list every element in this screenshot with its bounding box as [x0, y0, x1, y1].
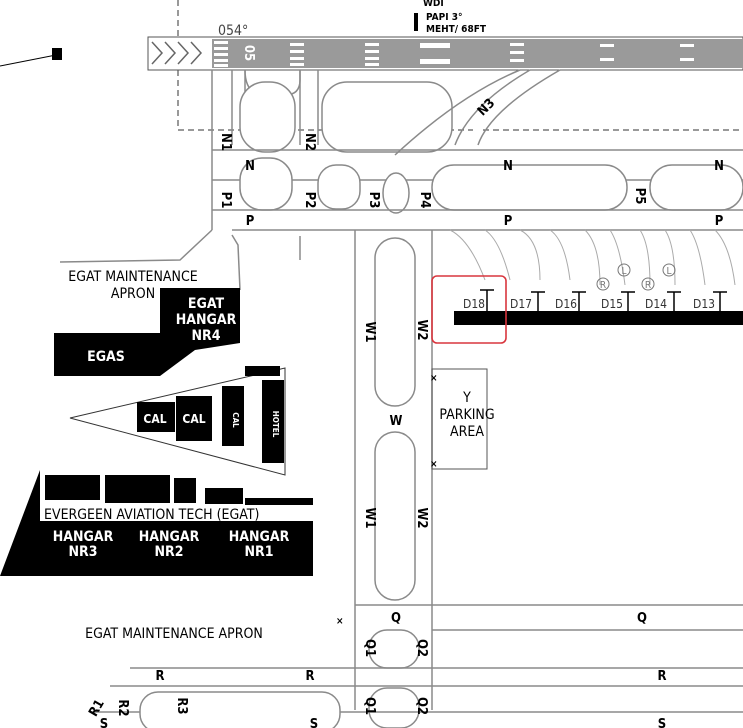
runway-markings — [290, 43, 694, 66]
svg-text:N: N — [245, 159, 255, 174]
svg-text:NR3: NR3 — [68, 544, 97, 560]
stand-circle-markers — [596, 263, 676, 291]
svg-text:P: P — [246, 214, 255, 229]
svg-text:P5: P5 — [632, 188, 647, 205]
svg-text:N1: N1 — [218, 133, 233, 151]
stand-lead-lines — [449, 229, 736, 286]
svg-text:P4: P4 — [417, 192, 432, 209]
svg-text:WDI: WDI — [423, 0, 444, 9]
svg-text:EGAT: EGAT — [188, 296, 225, 312]
svg-text:W1: W1 — [362, 321, 377, 342]
terminal-d — [454, 311, 743, 325]
egas-label: EGAS — [87, 349, 125, 365]
cross-marker: × — [430, 373, 438, 384]
svg-text:R: R — [600, 280, 606, 291]
cross-marker: × — [336, 616, 344, 627]
svg-text:R2: R2 — [115, 699, 130, 716]
svg-text:HANGAR: HANGAR — [139, 529, 200, 545]
svg-text:N: N — [503, 159, 513, 174]
svg-text:Q1: Q1 — [362, 697, 377, 715]
svg-text:R3: R3 — [174, 697, 189, 714]
papi-angle: PAPI 3° — [426, 12, 462, 23]
highlight-box-d18 — [431, 275, 507, 344]
svg-text:R: R — [305, 669, 314, 684]
antenna-marker — [0, 48, 62, 67]
svg-text:R: R — [155, 669, 164, 684]
svg-text:R: R — [645, 280, 651, 291]
svg-text:Q1: Q1 — [362, 639, 377, 657]
svg-text:N2: N2 — [302, 133, 317, 151]
svg-text:S: S — [310, 717, 318, 728]
svg-text:R1: R1 — [86, 697, 108, 719]
runway-designator: 05 — [241, 45, 256, 61]
svg-text:P: P — [715, 214, 724, 229]
svg-text:APRON: APRON — [111, 286, 155, 302]
svg-text:N3: N3 — [475, 96, 498, 119]
svg-text:S: S — [658, 717, 666, 728]
egat-apron-label: EGAT MAINTENANCE — [68, 269, 197, 285]
evergreen-label: EVERGEEN AVIATION TECH (EGAT) — [44, 507, 259, 523]
runway-threshold-bars — [214, 41, 228, 67]
svg-text:R: R — [657, 669, 666, 684]
stand-d13[interactable]: D13 — [693, 297, 715, 311]
svg-text:P2: P2 — [302, 192, 317, 209]
svg-text:AREA: AREA — [450, 424, 484, 440]
svg-text:CAL: CAL — [143, 412, 166, 426]
svg-text:W2: W2 — [414, 319, 429, 340]
cross-marker: × — [430, 459, 438, 470]
svg-text:W2: W2 — [414, 507, 429, 528]
taxiway-labels[interactable]: N1 N2 N3 N N N P1 P2 P3 P4 P5 P P P W1 W… — [86, 96, 724, 728]
svg-text:NR4: NR4 — [191, 328, 220, 344]
stand-labels[interactable]: D18 D17 D16 D15 D14 D13 — [463, 297, 715, 311]
svg-text:P: P — [504, 214, 513, 229]
taxiway-network — [59, 69, 743, 728]
svg-text:L: L — [666, 266, 671, 277]
svg-text:L: L — [621, 266, 626, 277]
svg-text:W: W — [390, 414, 403, 429]
svg-text:HOTEL: HOTEL — [271, 411, 280, 438]
stand-d14[interactable]: D14 — [645, 297, 667, 311]
papi-info: WDI PAPI 3° MEHT/ 68FT — [414, 0, 487, 35]
stand-markers — [480, 289, 727, 311]
stand-d16[interactable]: D16 — [555, 297, 577, 311]
svg-text:S: S — [100, 717, 108, 728]
svg-text:N: N — [714, 159, 724, 174]
cal-hotel-area: CAL CAL CAL HOTEL — [69, 366, 286, 476]
y-parking-area[interactable]: × × Y PARKING AREA — [430, 368, 495, 470]
svg-text:HANGAR: HANGAR — [53, 529, 114, 545]
svg-text:Q2: Q2 — [414, 697, 429, 715]
svg-text:P3: P3 — [366, 192, 381, 209]
egat-apron-bottom-label: EGAT MAINTENANCE APRON — [85, 626, 263, 642]
svg-text:CAL: CAL — [231, 412, 240, 428]
runway-05[interactable]: 05 — [147, 36, 743, 71]
runway-heading: 054° — [218, 23, 248, 39]
stand-d18[interactable]: D18 — [463, 297, 485, 311]
papi-meht: MEHT/ 68FT — [426, 24, 487, 35]
egat-hangar-nr4: EGAT HANGAR NR4 EGAS — [54, 288, 240, 376]
svg-text:HANGAR: HANGAR — [176, 312, 237, 328]
stand-d17[interactable]: D17 — [510, 297, 532, 311]
svg-text:Q: Q — [637, 611, 647, 626]
stand-d15[interactable]: D15 — [601, 297, 623, 311]
svg-text:NR1: NR1 — [244, 544, 273, 560]
svg-text:Y: Y — [462, 390, 471, 406]
runway-threshold-chevrons — [151, 41, 203, 65]
svg-text:CAL: CAL — [182, 412, 205, 426]
svg-text:NR2: NR2 — [154, 544, 183, 560]
svg-text:Q2: Q2 — [414, 639, 429, 657]
svg-text:PARKING: PARKING — [439, 407, 494, 423]
svg-text:HANGAR: HANGAR — [229, 529, 290, 545]
svg-text:Q: Q — [391, 611, 401, 626]
evergreen-hangars: EVERGEEN AVIATION TECH (EGAT) HANGAR NR3… — [0, 470, 313, 576]
svg-text:W1: W1 — [362, 507, 377, 528]
svg-text:P1: P1 — [218, 192, 233, 209]
